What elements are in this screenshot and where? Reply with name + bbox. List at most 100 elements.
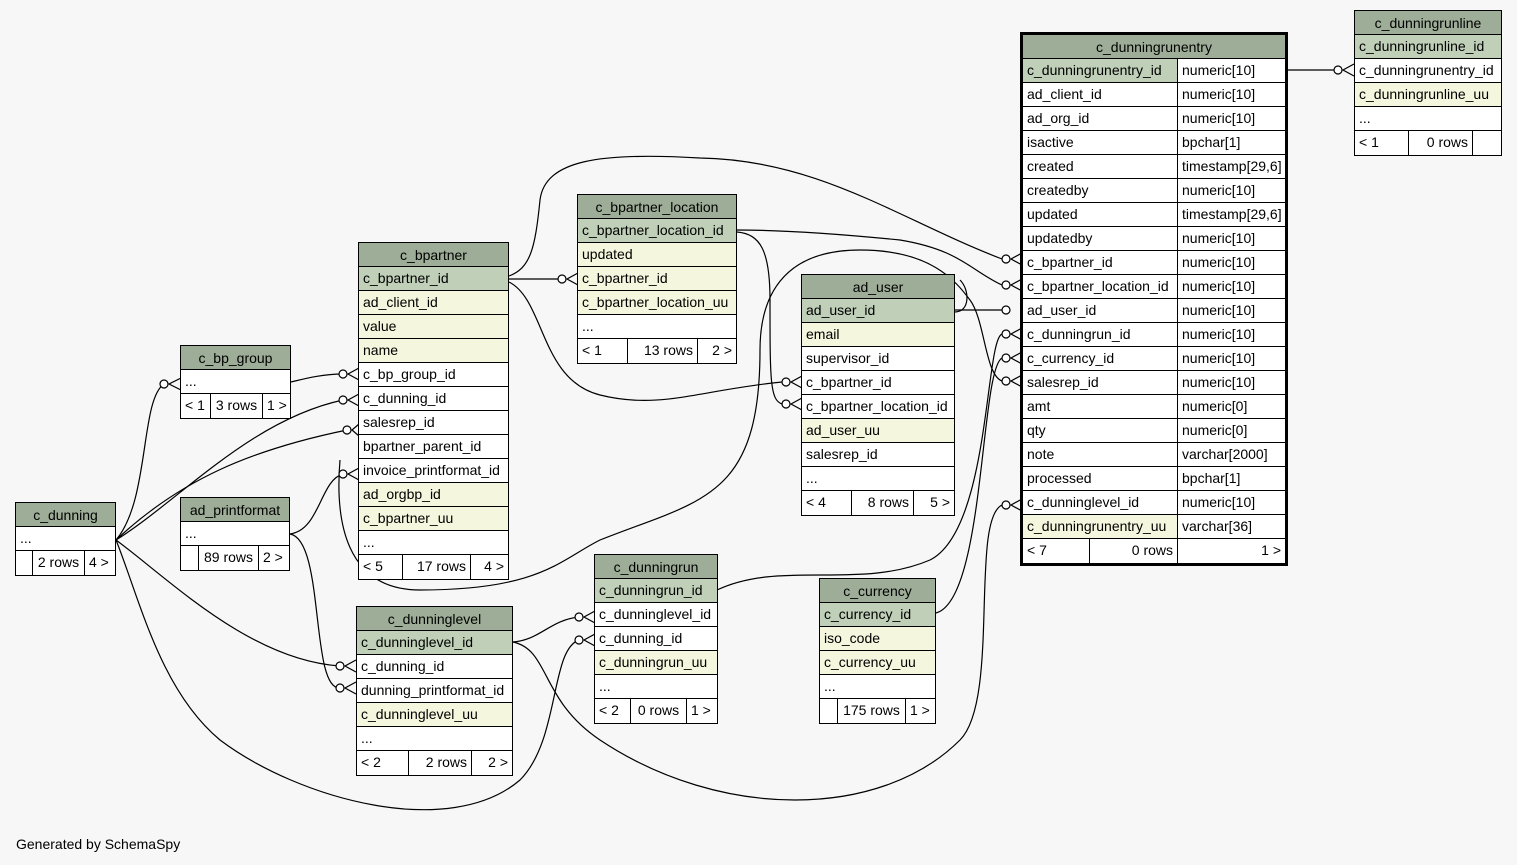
children-link[interactable]: 1 > [1261,542,1281,558]
table-c-bpartner-location[interactable]: c_bpartner_location c_bpartner_location_… [577,194,737,364]
column-name: supervisor_id [806,350,890,366]
children-link[interactable]: 2 > [263,549,283,565]
edge-dunning-bpgroup [115,383,165,541]
column-name: isactive [1023,131,1178,154]
table-c-dunning[interactable]: c_dunning ... 2 rows 4 > [15,502,116,576]
table-c-dunninglevel[interactable]: c_dunninglevel c_dunninglevel_id c_dunni… [356,606,513,776]
column-name: c_currency_id [1023,347,1178,370]
table-header[interactable]: c_currency [820,579,935,603]
parents-link[interactable]: < 2 [357,751,409,775]
children-link[interactable]: 2 > [488,754,508,770]
children-link[interactable] [1473,131,1501,155]
column-name: email [806,326,840,342]
column-name: ad_client_id [1023,83,1178,106]
table-header[interactable]: c_dunningrunline [1355,11,1501,35]
column-name: salesrep_id [806,446,878,462]
column-name: c_bpartner_uu [363,510,454,526]
row-count: 2 rows [409,751,472,775]
column-name: updatedby [1023,227,1178,250]
column-type: numeric[10] [1182,350,1256,366]
column-name: value [363,318,397,334]
column-name: c_dunning_id [363,390,447,406]
column-name: c_bpartner_id [806,374,892,390]
children-link[interactable]: 5 > [930,494,950,510]
edge-dunningrun-dunning [115,539,580,811]
table-footer: < 5 17 rows 4 > [359,555,508,579]
column-name: processed [1023,467,1178,490]
edge-dunningrun-dunninglevel [512,616,580,643]
table-header[interactable]: c_bpartner [359,243,508,267]
column-name: iso_code [824,630,881,646]
column-name: c_dunninglevel_id [361,634,474,650]
table-header[interactable]: ad_user [802,275,954,299]
parents-link[interactable] [16,551,33,575]
table-header[interactable]: c_bpartner_location [578,195,736,219]
table-header[interactable]: c_dunningrun [595,555,717,579]
edge-dunninglevel-dunning [115,539,341,667]
column-name: c_bpartner_id [582,270,668,286]
table-footer: < 4 8 rows 5 > [802,491,954,515]
table-c-dunningrun[interactable]: c_dunningrun c_dunningrun_id c_dunningle… [594,554,718,724]
children-link[interactable]: 2 > [712,342,732,358]
column-name: ... [185,525,197,541]
parents-link[interactable] [181,546,199,570]
table-c-currency[interactable]: c_currency c_currency_id iso_code c_curr… [819,578,936,724]
row-count: 17 rows [403,555,471,579]
edge-aduser-salesrep [954,279,968,313]
column-type: timestamp[29,6] [1182,206,1282,222]
column-name: ... [1359,110,1371,126]
table-footer: 175 rows 1 > [820,699,935,723]
children-link[interactable]: 1 > [910,702,930,718]
table-footer: < 1 13 rows 2 > [578,339,736,363]
parents-link[interactable]: < 1 [578,339,628,363]
children-link[interactable]: 4 > [89,554,109,570]
parents-link[interactable]: < 7 [1023,539,1090,563]
table-c-bpartner[interactable]: c_bpartner c_bpartner_id ad_client_id va… [358,242,509,580]
parents-link[interactable]: < 4 [802,491,852,515]
parents-link[interactable]: < 2 [595,699,631,723]
children-link[interactable]: 1 > [267,397,287,413]
column-type: numeric[10] [1178,59,1285,82]
parents-link[interactable] [820,699,838,723]
column-name: name [363,342,399,358]
column-type: numeric[10] [1182,230,1256,246]
children-link[interactable]: 4 > [484,558,504,574]
table-ad-user[interactable]: ad_user ad_user_id email supervisor_id c… [801,274,955,516]
column-name: c_dunningrun_uu [599,654,708,670]
column-name: c_dunningrunentry_id [1359,62,1494,78]
column-type: varchar[2000] [1182,446,1268,462]
column-name: ... [824,678,836,694]
parents-link[interactable]: < 1 [1355,131,1409,155]
parents-link[interactable]: < 1 [181,394,211,418]
table-header[interactable]: ad_printformat [181,498,289,522]
children-link[interactable]: 1 > [691,702,711,718]
column-type: bpchar[1] [1182,470,1241,486]
table-header[interactable]: c_dunninglevel [357,607,512,631]
table-c-dunningrunline[interactable]: c_dunningrunline c_dunningrunline_id c_d… [1354,10,1502,156]
column-type: numeric[0] [1182,398,1248,414]
table-header[interactable]: c_dunningrunentry [1023,35,1285,59]
column-name: c_bpartner_location_uu [582,294,729,310]
column-name: ... [361,730,373,746]
parents-link[interactable]: < 5 [359,555,403,579]
table-footer: < 2 2 rows 2 > [357,751,512,775]
edge-bpartner-bpgroup [290,373,344,383]
column-name: c_dunning_id [599,630,683,646]
column-type: numeric[10] [1182,182,1256,198]
column-name: ... [363,534,375,550]
table-ad-printformat[interactable]: ad_printformat ... 89 rows 2 > [180,497,290,571]
table-c-bp-group[interactable]: c_bp_group ... < 1 3 rows 1 > [180,345,291,419]
table-header[interactable]: c_dunning [16,503,115,527]
row-count: 3 rows [211,394,263,418]
table-header[interactable]: c_bp_group [181,346,290,370]
column-name: c_currency_id [824,606,912,622]
column-type: numeric[10] [1182,494,1256,510]
column-name: c_bp_group_id [363,366,456,382]
edge-aduser-bpartner [508,281,783,401]
table-footer: < 7 0 rows 1 > [1023,539,1285,563]
column-name: salesrep_id [363,414,435,430]
column-name: dunning_printformat_id [361,682,505,698]
table-footer: < 2 0 rows 1 > [595,699,717,723]
